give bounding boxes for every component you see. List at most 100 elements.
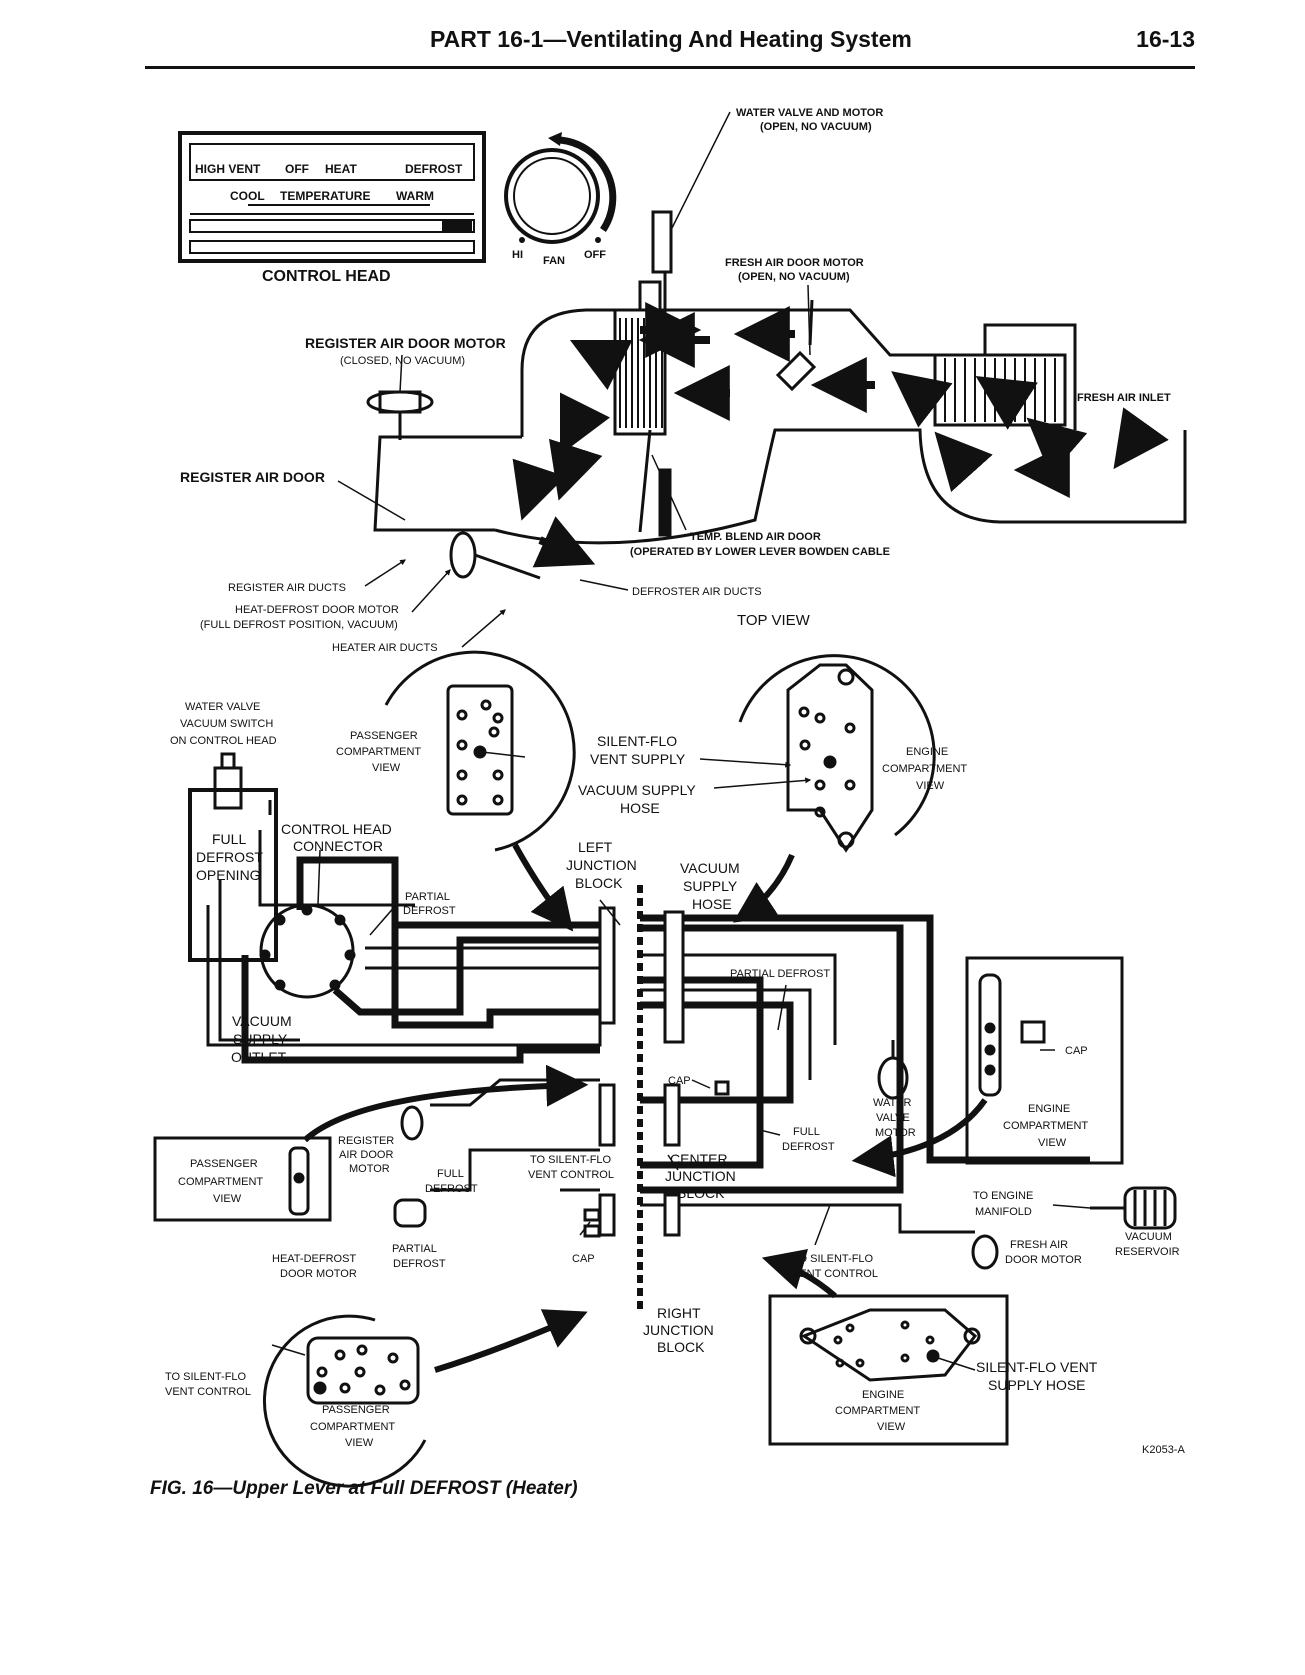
svg-text:RIGHT: RIGHT: [657, 1305, 701, 1321]
full-defrost-1-label: FULL DEFROST: [782, 1126, 835, 1153]
svg-text:SUPPLY: SUPPLY: [233, 1031, 288, 1047]
svg-text:RESERVOIR: RESERVOIR: [1115, 1246, 1180, 1258]
cap-3-label: CAP: [572, 1253, 595, 1265]
svg-text:COMPARTMENT: COMPARTMENT: [178, 1176, 263, 1188]
svg-text:COMPARTMENT: COMPARTMENT: [336, 746, 421, 758]
view-pointer-arrows: [302, 843, 988, 1373]
heat-defrost-door-motor-label: HEAT-DEFROST DOOR MOTOR: [272, 1253, 357, 1280]
svg-text:HEAT-DEFROST: HEAT-DEFROST: [272, 1253, 356, 1265]
vacuum-supply-hose-label: VACUUM SUPPLY HOSE: [680, 860, 740, 912]
control-head-high-vent: HIGH VENT: [195, 162, 261, 176]
svg-text:VIEW: VIEW: [877, 1421, 906, 1433]
water-valve-motor-label: WATER VALVE AND MOTOR: [736, 107, 883, 119]
control-head-panel: [178, 131, 486, 263]
partial-defrost-2-label: PARTIAL DEFROST: [730, 968, 830, 980]
svg-text:COMPARTMENT: COMPARTMENT: [835, 1405, 920, 1417]
svg-text:PASSENGER: PASSENGER: [322, 1404, 390, 1416]
silent-flo-vent-supply-hose-label: SILENT-FLO VENT SUPPLY HOSE: [976, 1359, 1098, 1393]
svg-text:OPENING: OPENING: [196, 867, 261, 883]
svg-text:CENTER: CENTER: [670, 1151, 728, 1167]
fan-hi-label: HI: [512, 249, 523, 261]
svg-text:MOTOR: MOTOR: [349, 1163, 390, 1175]
vacuum-supply-hose-top-label: VACUUM SUPPLY HOSE: [578, 782, 696, 816]
svg-text:FULL: FULL: [793, 1126, 820, 1138]
page-header-title: PART 16-1—Ventilating And Heating System: [430, 26, 912, 52]
svg-text:JUNCTION: JUNCTION: [566, 857, 637, 873]
water-valve-vacuum-switch-label: WATER VALVE VACUUM SWITCH ON CONTROL HEA…: [170, 701, 277, 747]
svg-text:TO SILENT-FLO: TO SILENT-FLO: [165, 1371, 247, 1383]
svg-text:WATER: WATER: [873, 1097, 912, 1109]
svg-text:TO ENGINE: TO ENGINE: [973, 1190, 1033, 1202]
temp-blend-air-door-note: (OPERATED BY LOWER LEVER BOWDEN CABLE: [630, 546, 890, 558]
control-head-connector-label: CONTROL HEAD CONNECTOR: [281, 821, 392, 854]
cap-1-label: CAP: [1065, 1045, 1088, 1057]
svg-text:VENT SUPPLY: VENT SUPPLY: [590, 751, 686, 767]
vacuum-hose-thin: [206, 800, 975, 1234]
control-head-temperature: TEMPERATURE: [280, 189, 370, 203]
svg-text:WATER VALVE: WATER VALVE: [185, 701, 260, 713]
full-defrost-2-label: FULL DEFROST: [425, 1168, 478, 1195]
vacuum-hose-bundle: [241, 856, 1090, 1194]
vacuum-supply-outlet-label: VACUUM SUPPLY OUTLET: [231, 1013, 292, 1065]
svg-text:CONNECTOR: CONNECTOR: [293, 838, 383, 854]
svg-text:AIR DOOR: AIR DOOR: [339, 1149, 393, 1161]
heater-core-icon: [619, 318, 663, 428]
svg-text:DOOR MOTOR: DOOR MOTOR: [1005, 1254, 1082, 1266]
fresh-air-door-motor-label: FRESH AIR DOOR MOTOR: [725, 257, 864, 269]
svg-text:VACUUM: VACUUM: [1125, 1231, 1172, 1243]
svg-text:VACUUM SUPPLY: VACUUM SUPPLY: [578, 782, 696, 798]
passenger-compartment-view-circle: [384, 650, 576, 852]
figure-code: K2053-A: [1142, 1444, 1185, 1456]
to-silent-flo-vent-control-1-label: TO SILENT-FLO VENT CONTROL: [528, 1154, 614, 1181]
center-junction-block-icon: [598, 1083, 681, 1147]
header-rule: [145, 66, 1195, 69]
svg-text:BLOCK: BLOCK: [575, 875, 623, 891]
top-view-label: TOP VIEW: [737, 612, 811, 629]
engine-compartment-view-bottom-label: ENGINE COMPARTMENT VIEW: [835, 1389, 920, 1433]
register-air-door-motor-state: (CLOSED, NO VACUUM): [340, 355, 465, 367]
heat-defrost-door-motor-label: HEAT-DEFROST DOOR MOTOR: [235, 604, 399, 616]
svg-text:FRESH AIR: FRESH AIR: [1010, 1239, 1068, 1251]
control-head-cool: COOL: [230, 189, 265, 203]
full-defrost-opening-label: FULL DEFROST OPENING: [196, 831, 263, 883]
register-air-door-motor-label: REGISTER AIR DOOR MOTOR: [338, 1135, 394, 1175]
heat-defrost-door-motor-small-icon: [393, 1198, 427, 1228]
right-junction-block-icon: [598, 910, 685, 1237]
fresh-air-door-motor-state: (OPEN, NO VACUUM): [738, 271, 850, 283]
svg-text:TO SILENT-FLO: TO SILENT-FLO: [530, 1154, 612, 1166]
svg-text:COMPARTMENT: COMPARTMENT: [310, 1421, 395, 1433]
svg-text:ON CONTROL HEAD: ON CONTROL HEAD: [170, 735, 277, 747]
fresh-air-door-motor-small-icon: [971, 1234, 999, 1270]
to-silent-flo-vent-control-3-label: TO SILENT-FLO VENT CONTROL: [165, 1371, 251, 1398]
svg-text:VIEW: VIEW: [345, 1437, 374, 1449]
svg-text:MOTOR: MOTOR: [875, 1127, 916, 1139]
fan-off-label: OFF: [584, 249, 606, 261]
svg-text:VIEW: VIEW: [916, 780, 945, 792]
vacuum-reservoir-icon: [1090, 1186, 1177, 1230]
register-air-door-label: REGISTER AIR DOOR: [180, 469, 325, 485]
figure-caption: FIG. 16—Upper Lever at Full DEFROST (Hea…: [150, 1478, 578, 1499]
cap-icons: [583, 1080, 730, 1238]
svg-text:HOSE: HOSE: [692, 896, 732, 912]
water-valve-motor-state: (OPEN, NO VACUUM): [760, 121, 872, 133]
partial-defrost-1-label: PARTIAL DEFROST: [403, 891, 456, 917]
svg-text:PARTIAL: PARTIAL: [392, 1243, 437, 1255]
engine-compartment-view-bottom-box: [768, 1294, 1009, 1446]
fan-knob-icon: [504, 132, 617, 244]
svg-text:VACUUM: VACUUM: [232, 1013, 292, 1029]
control-head-off: OFF: [285, 162, 309, 176]
vacuum-reservoir-label: VACUUM RESERVOIR: [1115, 1231, 1180, 1258]
svg-text:SUPPLY HOSE: SUPPLY HOSE: [988, 1377, 1086, 1393]
heater-air-ducts-label: HEATER AIR DUCTS: [332, 642, 438, 654]
passenger-compartment-view-top-label: PASSENGER COMPARTMENT VIEW: [336, 730, 421, 774]
fresh-air-door-motor-label: FRESH AIR DOOR MOTOR: [1005, 1239, 1082, 1266]
control-head-label: CONTROL HEAD: [262, 268, 391, 285]
svg-text:PASSENGER: PASSENGER: [350, 730, 418, 742]
svg-text:VIEW: VIEW: [1038, 1137, 1067, 1149]
svg-text:SILENT-FLO: SILENT-FLO: [597, 733, 677, 749]
svg-text:DEFROST: DEFROST: [393, 1258, 446, 1270]
vacuum-diagram-leaders: [271, 751, 1091, 1371]
passenger-compartment-view-bottom-circle: [262, 1314, 427, 1488]
center-junction-block-label: CENTER JUNCTION BLOCK: [665, 1151, 736, 1201]
